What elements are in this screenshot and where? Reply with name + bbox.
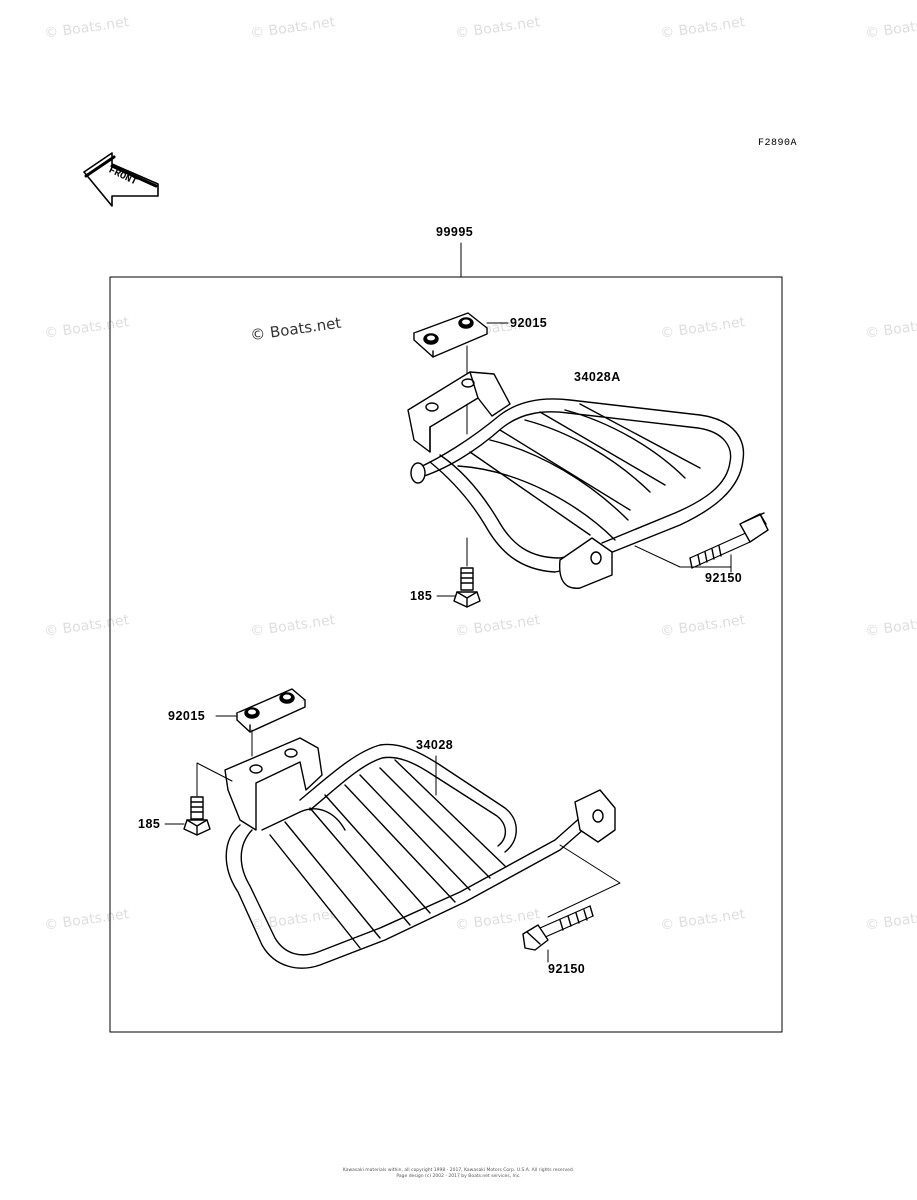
lower-small-bolt-part-number: 185 <box>138 817 161 831</box>
kit-part-number: 99995 <box>436 225 474 239</box>
lower-plate-drawing <box>236 688 306 733</box>
lower-bolt-drawing <box>522 905 594 951</box>
lower-plate-part-number: 92015 <box>168 709 206 723</box>
upper-small-bolt-drawing <box>453 567 481 608</box>
upper-small-bolt-part-number: 185 <box>410 589 433 603</box>
upper-plate-drawing <box>413 312 488 358</box>
upper-bolt-drawing <box>689 512 769 569</box>
diagram-code: F2890A <box>758 138 798 149</box>
lower-footrest-part-number: 34028 <box>416 738 454 752</box>
lower-bolt-part-number: 92150 <box>548 962 586 976</box>
lower-footrest-drawing <box>224 737 616 969</box>
upper-bolt-part-number: 92150 <box>705 571 743 585</box>
upper-footrest-part-number: 34028A <box>574 370 621 384</box>
upper-plate-part-number: 92015 <box>510 316 548 330</box>
copyright-line-1: Kawasaki materials within, all copyright… <box>342 1168 575 1173</box>
upper-footrest-drawing <box>407 371 745 589</box>
front-arrow-icon: FRONT <box>83 152 159 207</box>
lower-small-bolt-drawing <box>183 796 211 836</box>
copyright-line-2: Page design (c) 2002 - 2017 by Boats.net… <box>396 1174 521 1179</box>
kit-box <box>109 276 783 1033</box>
